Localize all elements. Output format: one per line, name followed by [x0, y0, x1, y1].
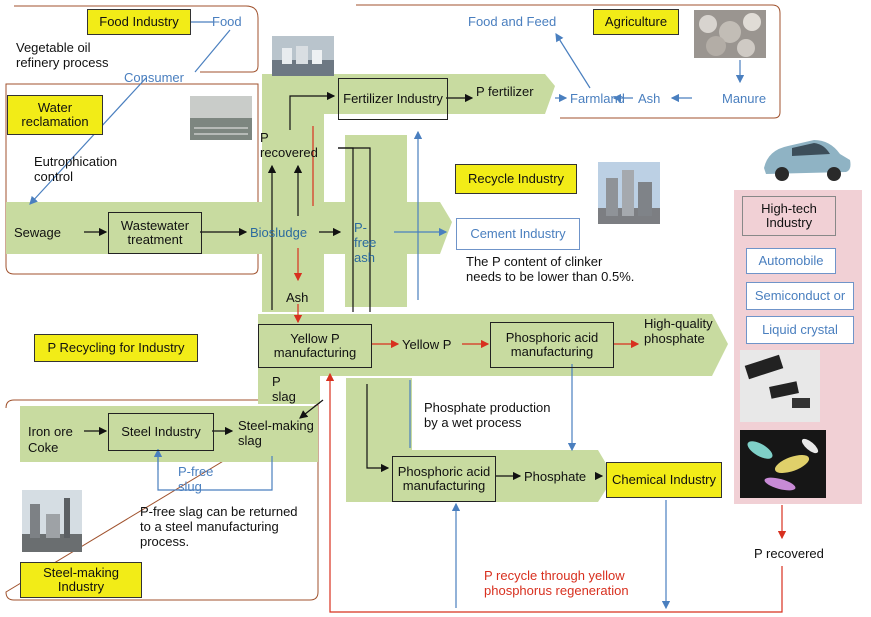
p-free-slug-label: P-free slug — [178, 464, 214, 494]
food-industry-label: Food Industry — [87, 9, 191, 35]
phosphate-label: Phosphate — [524, 469, 587, 484]
steel-making-industry-label: Steel-making Industry — [20, 562, 142, 598]
p-recycle-note: P recycle through yellow phosphorus rege… — [484, 568, 629, 598]
phosphoric-acid-box-2: Phosphoric acid manufacturing — [392, 456, 496, 502]
yellow-p-manufacturing-box: Yellow P manufacturing — [258, 324, 372, 368]
steel-region-border — [5, 399, 319, 601]
band-yellowp — [258, 314, 728, 376]
iron-ore-label: Iron ore — [28, 424, 73, 439]
food-region-border — [14, 5, 259, 73]
treatment-plant-photo — [190, 96, 252, 140]
p-recovered-right-label: P recovered — [754, 546, 824, 561]
chemical-industry-label: Chemical Industry — [606, 462, 722, 498]
p-slag-label: P slag — [272, 374, 296, 404]
p-recycling-label: P Recycling for Industry — [34, 334, 198, 362]
p-recovered-top-label: P recovered — [260, 130, 318, 160]
band-wet-column — [346, 378, 412, 450]
water-region-border — [5, 83, 259, 275]
farmland-label: Farmland — [570, 91, 625, 106]
agriculture-label: Agriculture — [593, 9, 679, 35]
band-phosphate — [346, 450, 614, 502]
factory-photo — [272, 36, 334, 76]
steel-industry-box: Steel Industry — [108, 413, 214, 451]
biosludge-label: Biosludge — [250, 225, 308, 240]
ash-agriculture-label: Ash — [638, 91, 661, 106]
band-steel — [20, 406, 318, 462]
hightech-industry-label: High-tech Industry — [742, 196, 836, 236]
sewage-label: Sewage — [14, 225, 61, 240]
wet-process-note: Phosphate production by a wet process — [424, 400, 551, 430]
cement-industry-box: Cement Industry — [456, 218, 580, 250]
clinker-note: The P content of clinker needs to be low… — [466, 254, 635, 284]
water-reclamation-label: Water reclamation — [7, 95, 103, 135]
p-free-ash-label: P-free ash — [354, 220, 377, 265]
wastewater-treatment-box: Wastewater treatment — [108, 212, 202, 254]
band-sewage — [6, 202, 452, 254]
liquid-crystal-photo — [740, 430, 826, 498]
recycle-industry-label: Recycle Industry — [455, 164, 577, 194]
ash-label: Ash — [286, 290, 309, 305]
semiconductor-box: Semiconduct or — [746, 282, 854, 310]
food-label: Food — [212, 14, 242, 29]
eutrophication-label: Eutrophication control — [34, 154, 118, 184]
phosphoric-acid-box-1: Phosphoric acid manufacturing — [490, 322, 614, 368]
car-photo — [764, 140, 851, 181]
coke-label: Coke — [28, 440, 59, 455]
agriculture-region-border — [356, 4, 781, 119]
rocks-photo — [694, 10, 766, 58]
chips-photo — [740, 350, 820, 422]
food-and-feed-label: Food and Feed — [468, 14, 557, 29]
band-slag-column — [258, 376, 320, 404]
fertilizer-industry-box: Fertilizer Industry — [338, 78, 448, 120]
p-fertilizer-label: P fertilizer — [476, 84, 534, 99]
yellow-p-label: Yellow P — [402, 337, 452, 352]
slag-note: P-free slag can be returned to a steel m… — [140, 504, 298, 549]
band-fertilizer — [262, 74, 555, 114]
liquid-crystal-box: Liquid crystal — [746, 316, 854, 344]
vegetable-oil-label: Vegetable oil refinery process — [16, 40, 109, 70]
steel-making-slag-label: Steel-making slag — [238, 418, 314, 448]
consumer-label: Consumer — [124, 70, 184, 85]
band-top-left — [262, 74, 324, 312]
cement-silos-photo — [598, 162, 660, 224]
manure-label: Manure — [722, 91, 767, 106]
steel-plant-photo — [22, 490, 82, 552]
automobile-box: Automobile — [746, 248, 836, 274]
high-quality-phosphate-label: High-quality phosphate — [644, 316, 713, 346]
